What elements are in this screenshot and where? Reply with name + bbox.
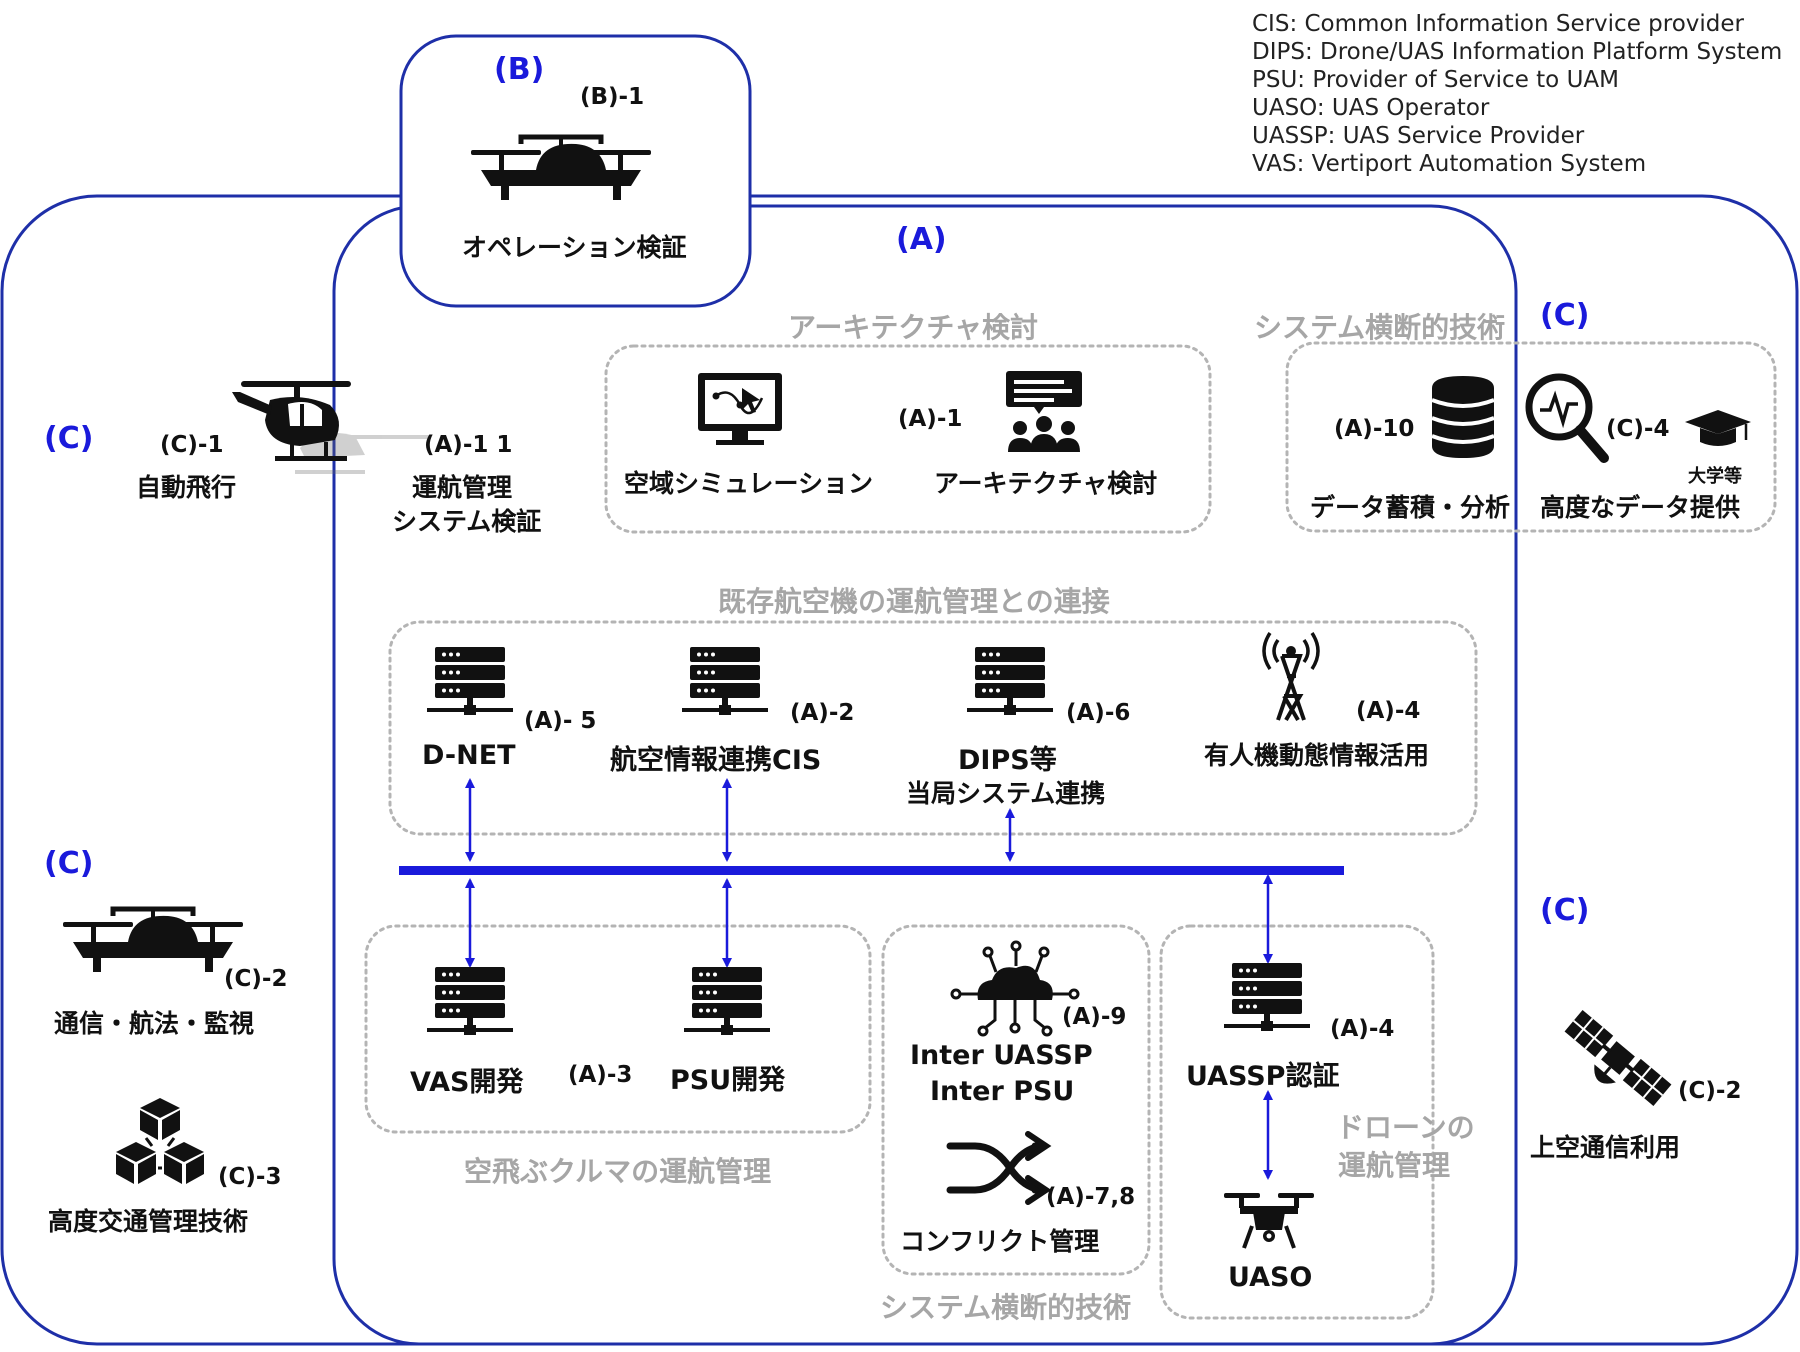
conflict-mgmt-title: コンフリクト管理 bbox=[900, 1227, 1100, 1256]
data-bus-line bbox=[399, 866, 1344, 875]
legend-item: VAS: Vertiport Automation System bbox=[1252, 151, 1647, 177]
dips-title-line1: DIPS等 bbox=[958, 745, 1057, 776]
c2-right-code: (C)-2 bbox=[1678, 1078, 1742, 1104]
vas-title: VAS開発 bbox=[410, 1067, 524, 1098]
uassp-cert-title: UASSP認証 bbox=[1186, 1061, 1340, 1092]
cis-code: (A)-2 bbox=[790, 700, 855, 726]
quadcopter-icon bbox=[1224, 1193, 1314, 1249]
architecture-group-box bbox=[604, 344, 1212, 534]
drone-ops-heading-line1: ドローンの bbox=[1336, 1111, 1475, 1144]
manned-code: (A)-4 bbox=[1356, 698, 1421, 724]
sky-comms-title: 上空通信利用 bbox=[1530, 1133, 1681, 1162]
people-icon bbox=[1006, 371, 1082, 452]
a4-code: (A)-4 bbox=[1330, 1016, 1395, 1042]
dnet-code: (A)- 5 bbox=[524, 708, 597, 734]
database-icon bbox=[1431, 376, 1495, 458]
cross-tech-bottom-heading: システム横断的技術 bbox=[880, 1291, 1132, 1324]
advanced-data-title: 高度なデータ提供 bbox=[1540, 493, 1741, 522]
cis-title: 航空情報連携CIS bbox=[610, 745, 822, 776]
antenna-tower-icon bbox=[1262, 632, 1320, 722]
a11-title-line1: 運航管理 bbox=[412, 473, 513, 502]
c2-code: (C)-2 bbox=[224, 966, 288, 992]
uam-heading: 空飛ぶクルマの運航管理 bbox=[464, 1155, 772, 1188]
legend-item: PSU: Provider of Service to UAM bbox=[1252, 67, 1619, 93]
a9-code: (A)-9 bbox=[1062, 1004, 1127, 1030]
search-chart-icon bbox=[1525, 373, 1609, 463]
uam-box bbox=[364, 924, 872, 1134]
existing-aircraft-heading: 既存航空機の運航管理との連接 bbox=[718, 585, 1110, 618]
psu-title: PSU開発 bbox=[670, 1065, 786, 1096]
legend-item: UASO: UAS Operator bbox=[1252, 95, 1490, 121]
cloud-network-icon bbox=[950, 940, 1080, 1037]
c4-code: (C)-4 bbox=[1606, 416, 1670, 442]
a1-code: (A)-1 bbox=[898, 406, 963, 432]
advanced-traffic-title: 高度交通管理技術 bbox=[48, 1207, 249, 1236]
zone-b-label: (B) bbox=[494, 52, 545, 87]
dnet-title: D-NET bbox=[422, 740, 516, 771]
a78-code: (A)-7,8 bbox=[1046, 1184, 1136, 1210]
drone-icon bbox=[63, 909, 243, 972]
b1-code: (B)-1 bbox=[580, 84, 645, 110]
cross-tech-heading: システム横断的技術 bbox=[1254, 311, 1506, 344]
a3-code: (A)-3 bbox=[568, 1062, 633, 1088]
zone-c-label: (C) bbox=[1540, 298, 1590, 333]
zone-c-label: (C) bbox=[1540, 893, 1590, 928]
shuffle-icon bbox=[946, 1131, 1052, 1205]
satellite-icon bbox=[1564, 1009, 1672, 1107]
graduation-cap-icon bbox=[1685, 410, 1751, 446]
autonomous-flight-title: 自動飛行 bbox=[136, 473, 237, 502]
zone-a-frame bbox=[332, 204, 1518, 1346]
inter-psu-label: Inter PSU bbox=[930, 1076, 1075, 1107]
dips-code: (A)-6 bbox=[1066, 700, 1131, 726]
existing-aircraft-box bbox=[388, 620, 1478, 836]
drone-ops-heading-line2: 運航管理 bbox=[1338, 1149, 1451, 1182]
data-analysis-title: データ蓄積・分析 bbox=[1310, 493, 1511, 522]
cross-tech-top-box bbox=[1285, 341, 1777, 533]
legend-item: DIPS: Drone/UAS Information Platform Sys… bbox=[1252, 39, 1783, 65]
a10-code: (A)-10 bbox=[1334, 416, 1415, 442]
c1-code: (C)-1 bbox=[160, 432, 224, 458]
manned-aircraft-title: 有人機動態情報活用 bbox=[1204, 741, 1430, 770]
abbreviation-legend: CIS: Common Information Service provider… bbox=[1252, 10, 1782, 178]
zone-c-label: (C) bbox=[44, 846, 94, 881]
legend-item: CIS: Common Information Service provider bbox=[1252, 11, 1744, 37]
cns-title: 通信・航法・監視 bbox=[54, 1009, 255, 1038]
inter-uassp-label: Inter UASSP bbox=[910, 1040, 1093, 1071]
c3-code: (C)-3 bbox=[218, 1164, 282, 1190]
a11-title-line2: システム検証 bbox=[392, 507, 542, 536]
airspace-sim-title: 空域シミュレーション bbox=[624, 469, 874, 498]
a11-code: (A)-1 1 bbox=[424, 432, 513, 458]
architecture-heading: アーキテクチャ検討 bbox=[788, 311, 1039, 344]
zone-a-label: (A) bbox=[896, 222, 947, 257]
operation-verification-title: オペレーション検証 bbox=[462, 233, 687, 262]
drone-ops-box bbox=[1159, 924, 1435, 1320]
legend-item: UASSP: UAS Service Provider bbox=[1252, 123, 1585, 149]
blocks-icon bbox=[116, 1098, 204, 1184]
dips-title-line2: 当局システム連携 bbox=[906, 779, 1106, 808]
university-label: 大学等 bbox=[1688, 466, 1742, 487]
cross-tech-bottom-box bbox=[881, 924, 1151, 1276]
uaso-title: UASO bbox=[1228, 1262, 1313, 1293]
zone-c-label: (C) bbox=[44, 421, 94, 456]
monitor-icon bbox=[698, 373, 782, 445]
helicopter-icon bbox=[232, 381, 430, 474]
architecture-title: アーキテクチャ検討 bbox=[934, 469, 1158, 498]
